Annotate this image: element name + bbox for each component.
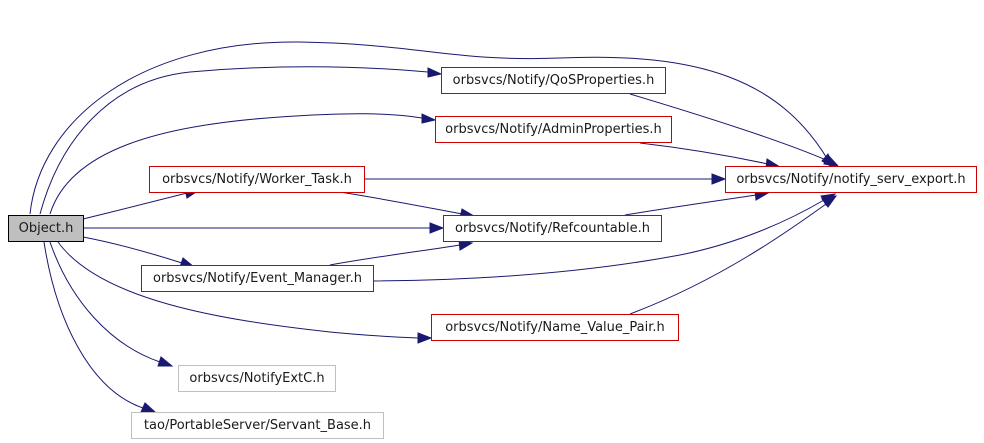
edge-adminproperties-to-notify-serv-export <box>639 142 769 165</box>
edge-arrowhead <box>821 195 838 208</box>
edge-object-to-adminproperties <box>49 113 423 215</box>
edge-object-to-servant-base <box>43 241 144 409</box>
edge-object-to-name-value-pair <box>57 241 419 339</box>
edge-arrowhead <box>417 332 433 344</box>
node-adminproperties[interactable]: orbsvcs/Notify/AdminProperties.h <box>435 116 672 143</box>
edge-arrowhead <box>421 113 437 124</box>
node-notifyextc[interactable]: orbsvcs/NotifyExtC.h <box>178 365 336 392</box>
edge-arrowhead <box>157 356 174 367</box>
node-qosproperties[interactable]: orbsvcs/Notify/QoSProperties.h <box>441 67 666 94</box>
edge-event-manager-to-notify-serv-export <box>373 199 825 282</box>
edge-object-to-qosproperties <box>39 66 429 215</box>
edge-object-to-notifyextc <box>49 241 161 363</box>
node-name-value-pair[interactable]: orbsvcs/Notify/Name_Value_Pair.h <box>431 314 679 341</box>
edge-arrowhead <box>823 154 840 167</box>
edge-object-to-event-manager <box>82 236 183 264</box>
node-event-manager[interactable]: orbsvcs/Notify/Event_Manager.h <box>141 265 374 292</box>
node-refcountable[interactable]: orbsvcs/Notify/Refcountable.h <box>443 215 662 242</box>
edge-worker-task-to-refcountable <box>339 191 463 215</box>
edge-object-to-notify-serv-export <box>29 41 829 215</box>
node-notify-serv-export[interactable]: orbsvcs/Notify/notify_serv_export.h <box>725 166 977 193</box>
edge-name-value-pair-to-notify-serv-export <box>629 203 827 315</box>
edge-arrowhead <box>429 222 445 234</box>
edge-qosproperties-to-notify-serv-export <box>629 93 827 161</box>
edge-arrowhead <box>140 402 157 413</box>
edge-arrowhead <box>711 173 727 185</box>
node-servant-base[interactable]: tao/PortableServer/Servant_Base.h <box>131 412 384 439</box>
node-worker-task[interactable]: orbsvcs/Notify/Worker_Task.h <box>149 166 365 193</box>
edge-refcountable-to-notify-serv-export <box>624 194 757 216</box>
edge-event-manager-to-refcountable <box>329 244 461 266</box>
node-object-h[interactable]: Object.h <box>8 215 84 242</box>
edge-object-to-worker-task <box>82 192 188 220</box>
edge-arrowhead <box>427 67 443 78</box>
